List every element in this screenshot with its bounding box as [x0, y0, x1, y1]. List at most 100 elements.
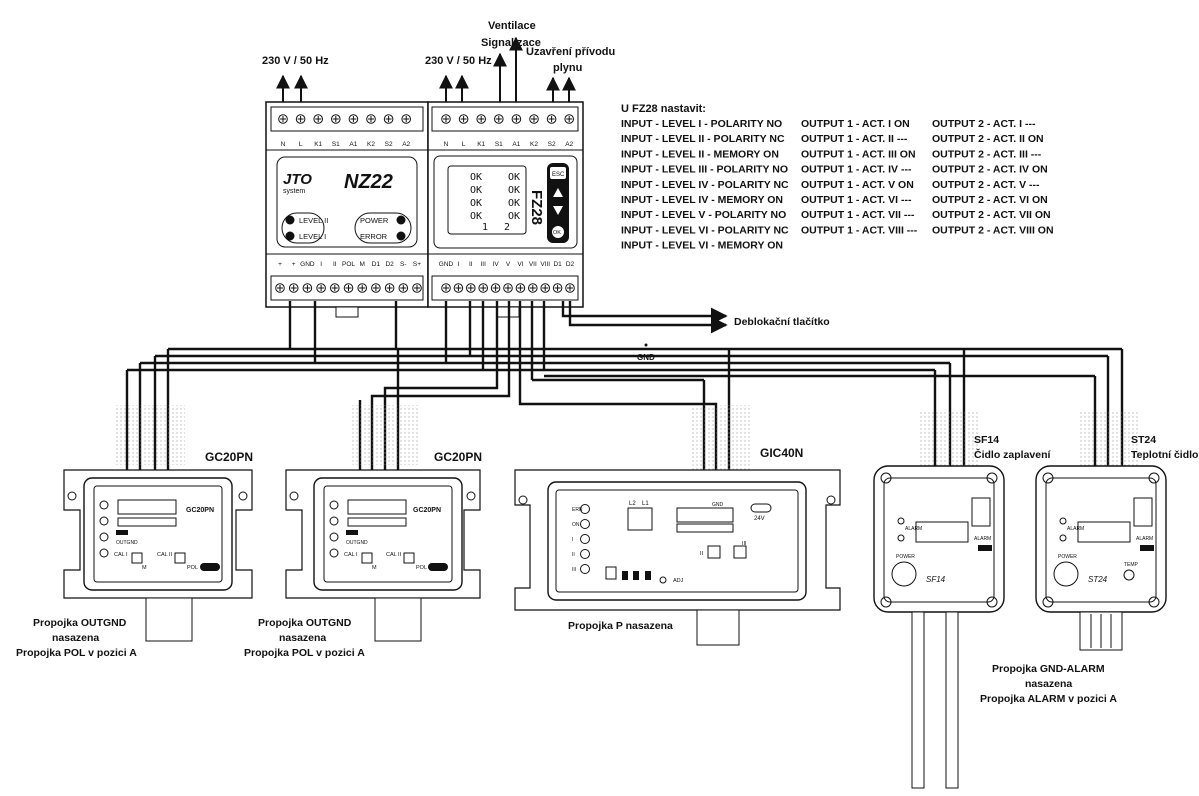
gc20pn-b-cal2-button[interactable]	[403, 552, 415, 564]
setting-line: INPUT - LEVEL II - MEMORY ON	[621, 148, 779, 160]
gic40n-led-label: II	[572, 552, 575, 558]
gc20pn-b-title: GC20PN	[434, 450, 482, 464]
fz28-display-col1: 1	[482, 222, 488, 233]
gc20pn-a-pol: POL	[187, 565, 198, 571]
display-ok: OK	[508, 211, 520, 222]
terminal-label: A2	[402, 141, 410, 148]
terminal-label: N	[444, 141, 449, 148]
terminal-label: GND	[439, 261, 454, 268]
terminal-label: S1	[332, 141, 340, 148]
led-level1-label: LEVEL I	[299, 232, 326, 241]
terminal-label: +	[292, 261, 296, 268]
setting-line: INPUT - LEVEL II - POLARITY NC	[621, 133, 785, 145]
gc20pn-b-note-3: Propojka POL v pozici A	[244, 647, 365, 659]
led-power	[396, 215, 406, 225]
terminal-label: S2	[548, 141, 556, 148]
terminal-label: VIII	[540, 261, 550, 268]
gc20pn-a-cal2-button[interactable]	[174, 552, 186, 564]
gic40n-pot-iii[interactable]	[733, 545, 747, 559]
setting-line: INPUT - LEVEL VI - MEMORY ON	[621, 240, 783, 252]
gc20pn-a-cal2: CAL II	[157, 552, 173, 558]
setting-line: OUTPUT 2 - ACT. II ON	[932, 133, 1044, 145]
nz22-model: NZ22	[344, 171, 393, 193]
gic40n-pot-iii-label: III	[742, 541, 747, 547]
gc20pn-a-m: M	[142, 565, 147, 571]
terminal-label: D2	[566, 261, 575, 268]
fz28-model: FZ28	[528, 190, 545, 225]
gc20pn-detector-a: GC20PN GC20PN OUTGND CAL I CAL II M POL …	[16, 405, 253, 659]
terminal-label: K1	[314, 141, 322, 148]
terminal-label: II	[469, 261, 473, 268]
setting-line: OUTPUT 1 - ACT. II ---	[801, 133, 908, 145]
gic40n-voltage: 24V	[754, 516, 765, 522]
terminal-label: A1	[349, 141, 357, 148]
fz28-bottom-screw-terminals	[441, 283, 575, 293]
fz28-ok-label: OK	[553, 230, 561, 236]
led-error-label: ERROR	[360, 232, 388, 241]
unlock-button-label: Deblokační tlačítko	[734, 316, 830, 328]
fz28-display-col2: 2	[504, 222, 510, 233]
gc20pn-detector-b: GC20PN GC20PN OUTGND CAL I CAL II M POL …	[244, 405, 482, 659]
fz28-down-icon[interactable]	[553, 206, 563, 215]
sensor-note-2: nasazena	[1025, 678, 1072, 690]
fz28-supply-label: 230 V / 50 Hz	[425, 55, 492, 67]
terminal-label: S+	[413, 261, 421, 268]
fz28-esc-button[interactable]	[550, 167, 566, 179]
terminal-label: S-	[400, 261, 407, 268]
terminal-label: S1	[495, 141, 503, 148]
fz28-esc-label: ESC	[552, 172, 565, 178]
gc20pn-a-outgnd: OUTGND	[116, 540, 138, 546]
fz28-up-icon[interactable]	[553, 188, 563, 197]
gc20pn-a-title: GC20PN	[205, 450, 253, 464]
nz22-brand: JTO	[283, 171, 312, 188]
st24-temp-pot[interactable]	[1123, 569, 1135, 581]
fz28-display	[447, 165, 527, 235]
terminal-label: I	[457, 261, 459, 268]
display-ok: OK	[470, 185, 482, 196]
terminal-label: I	[320, 261, 322, 268]
terminal-label: D1	[372, 261, 381, 268]
terminal-label: A2	[565, 141, 573, 148]
gc20pn-b-m: M	[372, 565, 377, 571]
gc20pn-a-board-label: GC20PN	[186, 507, 214, 514]
gc20pn-a-cal1-button[interactable]	[131, 552, 143, 564]
st24-alarm-led: ALARM	[1067, 526, 1084, 532]
terminal-label: VI	[517, 261, 523, 268]
led-power-label: POWER	[360, 216, 389, 225]
gas-shutoff-label: Uzavření přívodu	[526, 46, 615, 58]
terminal-label: K2	[530, 141, 538, 148]
setting-line: INPUT - LEVEL IV - POLARITY NC	[621, 179, 789, 191]
gic40n-led	[580, 534, 590, 544]
gc20pn-b-outgnd: OUTGND	[346, 540, 368, 546]
fz28-ok-button[interactable]	[552, 226, 564, 238]
display-ok: OK	[470, 198, 482, 209]
setting-line: INPUT - LEVEL IV - MEMORY ON	[621, 194, 783, 206]
terminal-label: D2	[385, 261, 394, 268]
gic40n-adj: ADJ	[673, 578, 684, 584]
sensor-note-1: Propojka GND-ALARM	[992, 663, 1105, 675]
gnd-label: GND	[637, 353, 655, 362]
terminal-label: VII	[529, 261, 537, 268]
st24-power-led: POWER	[1058, 554, 1077, 560]
gic40n-pot-ii[interactable]	[707, 545, 721, 559]
st24-temp: TEMP	[1124, 562, 1139, 568]
fz28-keypad	[547, 163, 569, 243]
terminal-label: A1	[512, 141, 520, 148]
gic40n-led	[580, 564, 590, 574]
gc20pn-b-pol: POL	[416, 565, 427, 571]
led-error	[396, 231, 406, 241]
st24-alarm-jumper: ALARM	[1136, 536, 1153, 542]
settings-title: U FZ28 nastavit:	[621, 103, 706, 115]
fz28-top-screw-terminals	[441, 114, 575, 124]
nz22-brand-sub: system	[283, 188, 305, 195]
setting-line: OUTPUT 2 - ACT. VI ON	[932, 194, 1048, 206]
terminal-label: III	[480, 261, 486, 268]
gc20pn-a-terminal-block	[117, 499, 177, 527]
gc20pn-b-cal1-button[interactable]	[361, 552, 373, 564]
